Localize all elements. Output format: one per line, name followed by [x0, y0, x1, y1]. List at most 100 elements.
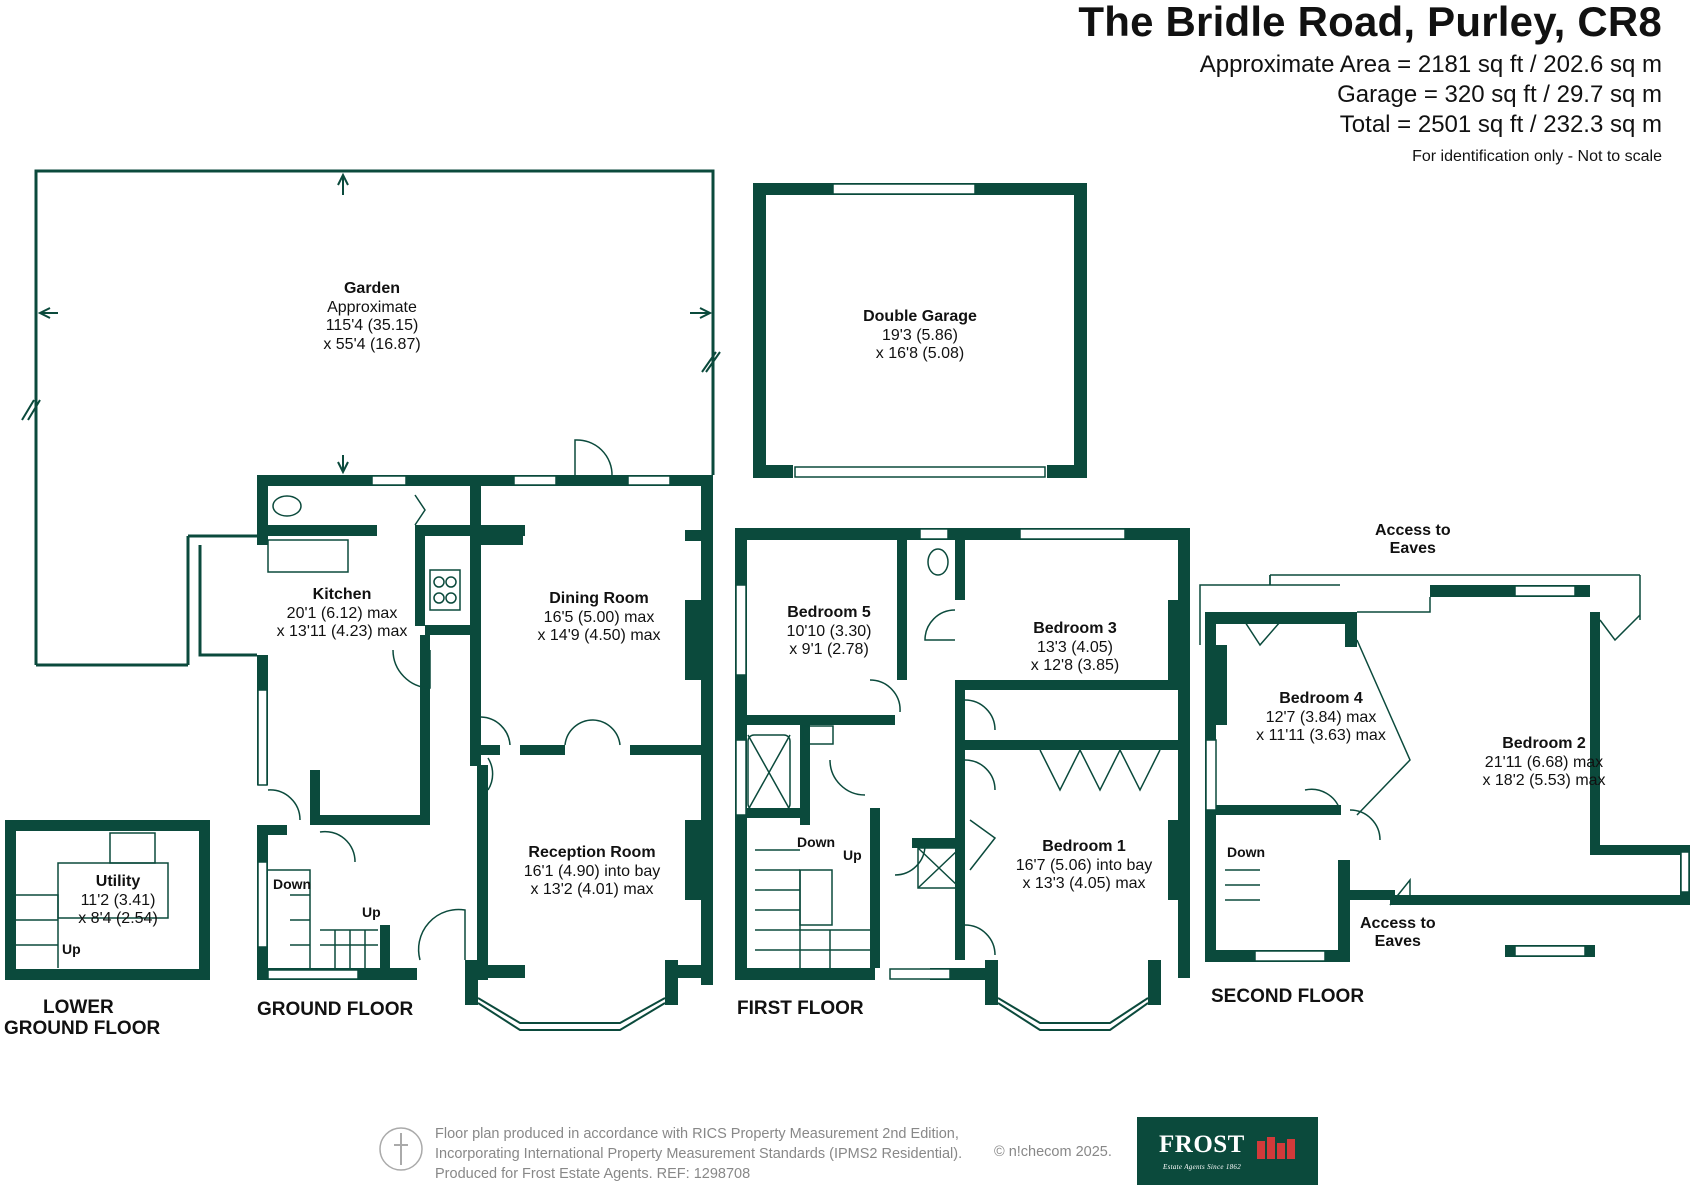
bay-wall-left: [465, 960, 478, 1005]
stair-label-first-down: Down: [797, 834, 836, 850]
room-dim: 13'3 (4.05): [1037, 638, 1113, 656]
logo-house-icon: [1257, 1137, 1295, 1159]
person-scale-icon: [379, 1127, 423, 1171]
larder-door: [414, 494, 426, 526]
wc1-toilet: [927, 548, 949, 576]
b4-door: [1304, 788, 1341, 811]
b4-chimney: [1205, 645, 1227, 725]
garden-arrow-bottom: [337, 455, 349, 475]
room-dim: Approximate: [327, 298, 417, 316]
room-name: Garden: [343, 280, 400, 297]
kitchen-door: [392, 649, 431, 689]
dining-window-left: [513, 475, 557, 486]
first-bay-left: [985, 960, 998, 1005]
wc1-door: [924, 609, 956, 641]
kitchen-sink: [267, 539, 349, 573]
room-dim: 19'3 (5.86): [882, 326, 958, 344]
french-doors: [564, 719, 621, 746]
b3-door: [964, 699, 996, 731]
room-name: Bedroom 1: [1042, 838, 1126, 855]
landing-wall: [955, 680, 965, 960]
room-dim: x 16'8 (5.08): [875, 345, 965, 362]
second-b4-right-top: [1345, 612, 1357, 647]
hall-wall: [481, 535, 523, 545]
front-door: [417, 908, 466, 961]
person-scale-figure: [394, 1133, 408, 1165]
stair-label-ground-up: Up: [362, 904, 381, 920]
hob-ring: [445, 592, 457, 604]
bedroom-1-label: Bedroom 1 16'7 (5.06) into bay x 13'3 (4…: [1016, 838, 1152, 894]
room-name: Bedroom 4: [1279, 690, 1363, 707]
dining-door: [480, 716, 511, 746]
utility-wall-left: [5, 820, 16, 980]
room-name: Bedroom 3: [1033, 620, 1117, 637]
porch-wall: [380, 925, 390, 975]
kitchen-window: [257, 689, 268, 786]
lobby-wall-2: [310, 770, 320, 825]
bedroom-5-label: Bedroom 5 10'10 (3.30) x 9'1 (2.78): [787, 604, 872, 660]
garden-boundary: [34, 169, 715, 665]
break-mark-right: [701, 351, 721, 373]
first-wall-right: [1178, 528, 1190, 978]
floor-label-second: SECOND FLOOR: [1211, 986, 1365, 1007]
eaves-access-bottom-line2: Eaves: [1374, 933, 1421, 950]
b2-window-bottom: [1514, 945, 1586, 957]
page-title: The Bridle Road, Purley, CR8: [1078, 0, 1662, 45]
garden-door-swing: [574, 439, 613, 477]
second-stair-window: [1254, 950, 1326, 962]
hob-ring: [433, 592, 445, 604]
reception-left-wall: [477, 765, 488, 980]
wc-wall: [257, 525, 377, 536]
dining-bottom-left: [470, 745, 500, 755]
shower-cross: [917, 847, 961, 889]
second-landing-top: [1216, 805, 1341, 815]
room-dim: x 14'9 (4.50) max: [537, 627, 661, 644]
disclaimer-note: For identification only - Not to scale: [1412, 148, 1662, 165]
kitchen-label: Kitchen 20'1 (6.12) max x 13'11 (4.23) m…: [277, 586, 408, 642]
patio-outline: [186, 534, 257, 665]
approximate-area: Approximate Area = 2181 sq ft / 202.6 sq…: [1199, 51, 1662, 78]
dining-window-pier: [685, 530, 713, 541]
floor-label-lower-line1: LOWER: [43, 997, 114, 1018]
lobby-wall: [257, 825, 287, 835]
garden-arrow-right: [690, 307, 713, 319]
room-dim: 10'10 (3.30): [786, 622, 872, 640]
bedroom-4-label: Bedroom 4 12'7 (3.84) max x 11'11 (3.63)…: [1256, 690, 1386, 746]
kitchen-bottom-wall: [425, 625, 480, 635]
wc1-window: [919, 528, 949, 540]
b3-window: [1019, 528, 1126, 540]
room-dim: x 9'1 (2.78): [789, 641, 869, 658]
logo-name: FROST: [1159, 1131, 1245, 1158]
utility-wall-bottom: [5, 969, 210, 980]
room-dim: 12'7 (3.84) max: [1265, 708, 1377, 726]
garage-wall-bottom-right: [1047, 465, 1087, 478]
reception-chimney: [685, 820, 713, 900]
room-dim: 115'4 (35.15): [325, 317, 419, 334]
garage-area: Garage = 320 sq ft / 29.7 sq m: [1337, 81, 1662, 108]
ground-wall-right: [701, 475, 713, 985]
stair-window: [267, 969, 359, 980]
room-dim: 16'7 (5.06) into bay: [1015, 856, 1153, 874]
room-dim: 16'5 (5.00) max: [543, 608, 655, 626]
ground-stairs-up: [320, 929, 378, 968]
dining-window-right: [627, 475, 671, 486]
b1-door: [964, 759, 996, 791]
reception-bay-window: [477, 997, 666, 1031]
garage-window: [832, 183, 976, 195]
utility-label: Utility 11'2 (3.41) x 8'4 (2.54): [78, 873, 158, 929]
logo-tagline: Estate Agents Since 1862: [1163, 1163, 1242, 1171]
hob: [429, 569, 461, 611]
footer-credit: Floor plan produced in accordance with R…: [435, 1124, 962, 1184]
b3-chimney: [1168, 600, 1190, 680]
stair-label-utility-up: Up: [62, 941, 81, 957]
floor-label-lower-line2: GROUND FLOOR: [4, 1018, 161, 1039]
second-landing-right: [1338, 860, 1350, 960]
b1-chimney: [1168, 820, 1190, 900]
room-dim: 11'2 (3.41): [80, 891, 156, 909]
eaves-door-right: [1599, 614, 1641, 642]
floor-label-first: FIRST FLOOR: [737, 998, 864, 1019]
bedroom-2-label: Bedroom 2 21'11 (6.68) max x 18'2 (5.53)…: [1482, 735, 1605, 791]
dining-bottom-right: [630, 745, 710, 755]
garage-wall-left: [753, 183, 766, 478]
